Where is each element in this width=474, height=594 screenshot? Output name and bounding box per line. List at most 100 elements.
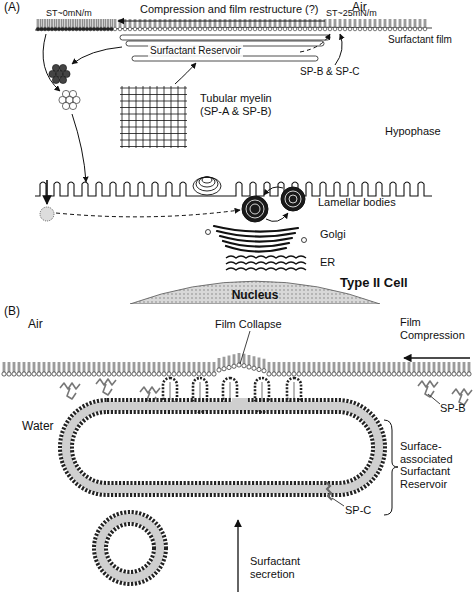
lipid-head [99,27,103,31]
lipid-head [307,372,311,376]
lipid-tail [270,19,271,27]
lipid-tail [339,362,340,372]
lipid-tail [338,362,339,372]
lipid-head [162,372,166,376]
lipid-head [207,372,211,376]
lipid-tail [63,19,64,27]
lipid-tail [314,19,315,27]
panel-b-art [2,331,472,592]
lipid-head [17,372,21,376]
lipid-tail [158,362,159,372]
lipid-tail [58,19,59,27]
lipid-head [85,27,89,31]
lipid-head [183,27,187,31]
lipid-tail [125,19,126,27]
lipid-head [392,372,396,376]
lipid-head [268,27,272,31]
lipid-head [67,372,71,376]
lipid-tail [373,362,374,372]
lipid-tail [328,362,329,372]
lipid-tail [375,19,376,27]
lipid-tail [8,362,9,372]
lipid-head [22,372,26,376]
lipid-head [408,27,412,31]
lipid-tail [59,19,60,27]
lipid-head [427,372,431,376]
lipid-head [257,367,261,371]
lipid-tail [308,362,309,372]
lipid-tail [410,19,411,27]
lipid-tail [434,362,435,372]
lipid-head [272,372,276,376]
lipid-tail [233,354,234,364]
lipid-tail [334,362,335,372]
lipid-tail [298,362,299,372]
lipid-tail [384,19,385,27]
lipid-head [128,27,132,31]
lipid-head [407,372,411,376]
golgi-vesicle [206,230,211,235]
lipid-tail [293,362,294,372]
lipid-head [12,372,16,376]
surfactant-film [35,27,432,30]
leader-line [428,394,440,404]
lipid-head [437,372,441,376]
sp-b-protein [96,379,116,395]
bilayer-heads [94,512,166,584]
lipid-head [253,27,257,31]
lipid-tail [70,19,71,27]
lipid-tail [51,19,52,27]
golgi-cisterna [220,236,292,242]
lipid-tail [235,19,236,27]
lipid-tail [138,362,139,372]
lipid-tail [353,362,354,372]
lipid-tail [45,19,46,27]
lipid-head [418,27,422,31]
lipid-head [107,372,111,376]
lipid-head [50,27,54,31]
panel-a-art [35,19,432,270]
lipid-tail [464,362,465,372]
lipid-tail [438,362,439,372]
lipid-tail [224,357,225,367]
lipid-tail [385,19,386,27]
lipid-tail [315,19,316,27]
lipid-head [413,27,417,31]
lipid-tail [344,362,345,372]
lipid-head [393,27,397,31]
lipid-tail [393,362,394,372]
sp-c-protein [326,482,332,500]
lipid-tail [394,19,395,27]
lipid-tail [40,19,41,27]
lipid-tail [184,19,185,27]
lipid-head [373,27,377,31]
lipid-head [372,372,376,376]
lipid-tail [23,362,24,372]
lipid-tail [300,19,301,27]
lipid-tail [383,362,384,372]
lipid-tail [284,19,285,27]
flow-arrow [300,34,330,52]
lipid-tail [379,19,380,27]
lipid-tail [3,362,4,372]
flow-arrow [264,187,283,195]
lipid-tail [183,362,184,372]
node-text: Nucleus [130,288,380,302]
lipid-tail [299,362,300,372]
lipid-head [212,372,216,376]
lipid-tail [143,362,144,372]
lipid-tail [463,362,464,372]
lipid-tail [78,362,79,372]
lipid-head [110,27,114,31]
endoplasmic-reticulum [226,268,306,270]
lipid-tail [101,19,102,27]
lipid-tail [164,19,165,27]
lipid-tail [239,353,240,363]
lipid-tail [108,362,109,372]
lipid-tail [149,19,150,27]
golgi-cisterna [217,231,295,237]
lipid-head [263,27,267,31]
lipid-tail [249,19,250,27]
lipid-head [368,27,372,31]
lipid-tail [113,362,114,372]
